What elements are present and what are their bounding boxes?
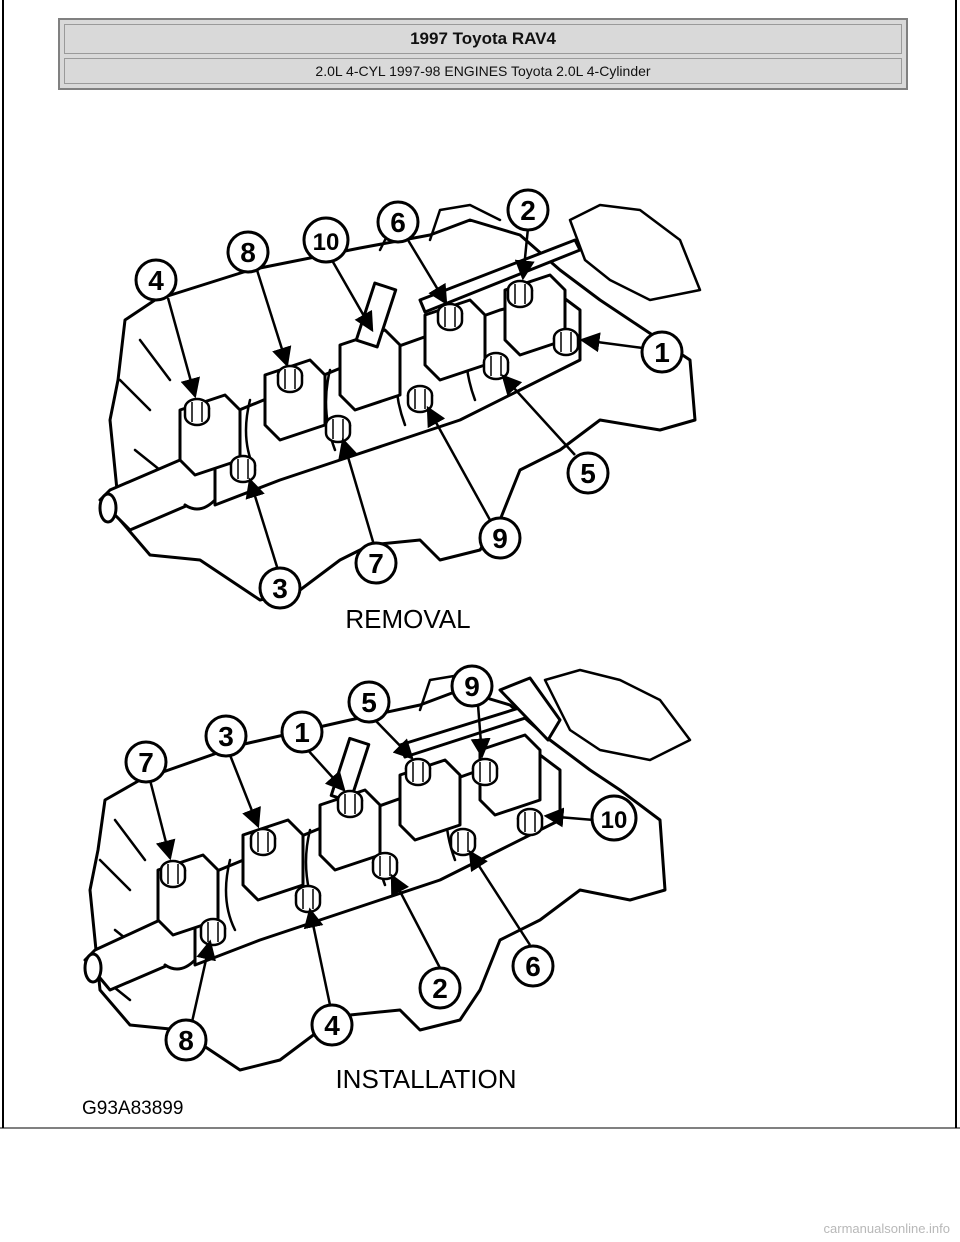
installation-leaders (148, 704, 595, 1023)
installation-callout-9 (450, 664, 494, 708)
removal-callout-3 (258, 566, 302, 610)
svg-text:3: 3 (272, 573, 288, 604)
svg-text:4: 4 (148, 265, 164, 296)
installation-callout-labels: 7 3 1 5 9 10 6 2 4 8 (138, 671, 627, 1056)
removal-callout-4 (134, 258, 178, 302)
installation-callout-5 (347, 680, 391, 724)
document-title: 1997 Toyota RAV4 (64, 24, 902, 54)
svg-text:5: 5 (580, 458, 596, 489)
watermark: carmanualsonline.info (823, 1221, 950, 1236)
removal-callout-labels: 4 8 10 6 2 1 5 3 7 9 (148, 195, 670, 604)
document-header: 1997 Toyota RAV4 2.0L 4-CYL 1997-98 ENGI… (58, 18, 908, 90)
removal-drawing (98, 203, 702, 602)
installation-callout-7 (124, 740, 168, 784)
svg-text:7: 7 (138, 747, 154, 778)
installation-callout-6 (511, 944, 555, 988)
svg-text:9: 9 (492, 523, 508, 554)
svg-text:1: 1 (294, 717, 310, 748)
document-subtitle: 2.0L 4-CYL 1997-98 ENGINES Toyota 2.0L 4… (64, 58, 902, 84)
installation-callouts (124, 664, 638, 1062)
svg-text:2: 2 (520, 195, 536, 226)
removal-callout-6 (376, 200, 420, 244)
svg-text:5: 5 (361, 687, 377, 718)
svg-text:10: 10 (313, 229, 340, 256)
svg-text:9: 9 (464, 671, 480, 702)
svg-text:10: 10 (601, 807, 628, 834)
svg-text:4: 4 (324, 1010, 340, 1041)
installation-callout-10 (590, 794, 638, 842)
svg-text:8: 8 (240, 237, 256, 268)
removal-callout-2 (506, 188, 550, 232)
removal-callout-10 (302, 216, 350, 264)
installation-callout-2 (418, 966, 462, 1010)
removal-callout-7 (354, 541, 398, 585)
removal-caption: REMOVAL (345, 604, 470, 634)
removal-callout-8 (226, 230, 270, 274)
svg-text:6: 6 (525, 951, 541, 982)
removal-leaders (166, 227, 644, 571)
installation-caption: INSTALLATION (335, 1064, 516, 1094)
installation-callout-8 (164, 1018, 208, 1062)
installation-callout-4 (310, 1003, 354, 1047)
figure-id: G93A83899 (82, 1098, 183, 1119)
removal-callout-5 (566, 451, 610, 495)
svg-text:7: 7 (368, 548, 384, 579)
installation-callout-1 (280, 710, 324, 754)
svg-text:2: 2 (432, 973, 448, 1004)
svg-text:1: 1 (654, 337, 670, 368)
removal-callout-1 (640, 330, 684, 374)
svg-text:3: 3 (218, 721, 234, 752)
removal-callout-9 (478, 516, 522, 560)
page-frame (2, 0, 957, 1128)
removal-callouts (134, 188, 684, 610)
svg-text:6: 6 (390, 207, 406, 238)
installation-callout-3 (204, 714, 248, 758)
svg-text:8: 8 (178, 1025, 194, 1056)
